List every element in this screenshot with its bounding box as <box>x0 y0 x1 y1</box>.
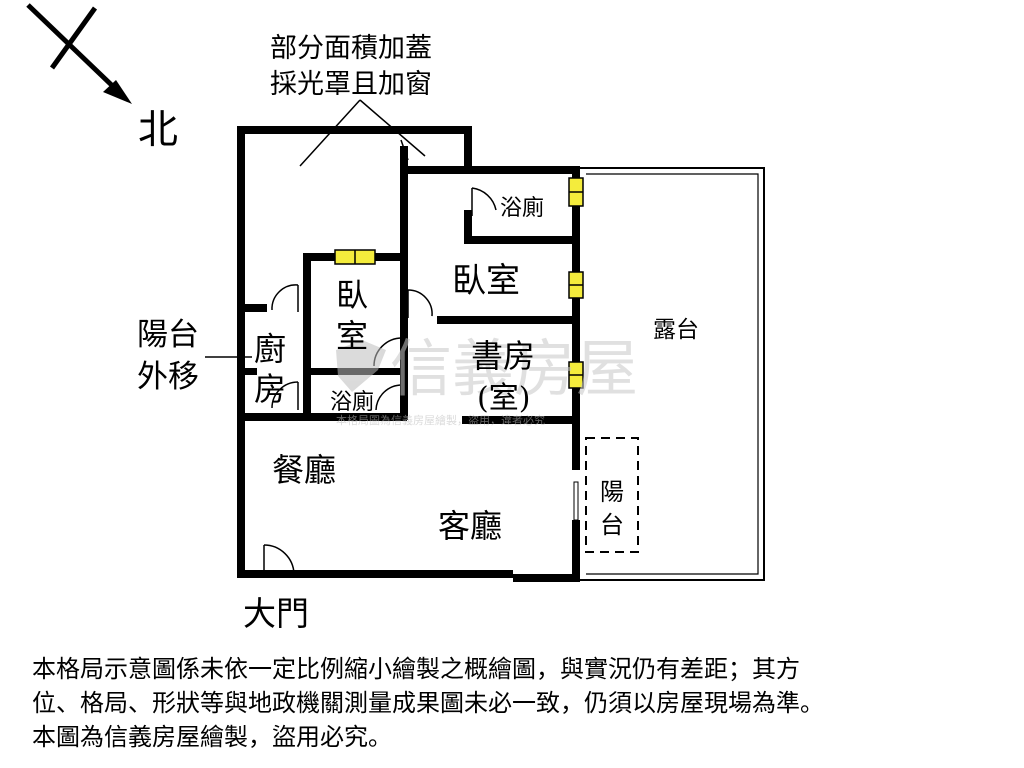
watermark: 信義房屋 本格局圖為信義房屋繪製，盜用，違者必究 <box>336 332 638 427</box>
room-label-bedroom-small-2: 室 <box>336 317 368 355</box>
balcony-moved-note-line2: 外移 <box>137 359 199 395</box>
terrace-outline <box>580 167 765 581</box>
skylight-note-line1: 部分面積加蓋 <box>270 33 432 64</box>
disclaimer-line-3: 本圖為信義房屋繪製，盜用必究。 <box>32 723 392 751</box>
balcony-dashed-outline <box>585 437 639 553</box>
disclaimer-text: 本格局示意圖係未依一定比例縮小繪製之概繪圖，與實況仍有差距；其方 位、格局、形狀… <box>32 652 1007 754</box>
main-door-label: 大門 <box>243 594 309 633</box>
watermark-brand: 信義房屋 <box>390 332 638 405</box>
room-label-dining: 餐廳 <box>272 451 336 489</box>
watermark-notice: 本格局圖為信義房屋繪製，盜用，違者必究 <box>336 413 545 427</box>
room-label-terrace: 露台 <box>653 317 699 343</box>
balcony-moved-note-line1: 陽台 <box>137 317 199 353</box>
disclaimer-line-1: 本格局示意圖係未依一定比例縮小繪製之概繪圖，與實況仍有差距；其方 <box>32 655 800 683</box>
room-label-study-2: (室) <box>477 381 530 416</box>
room-label-kitchen-1: 廚 <box>254 330 286 368</box>
skylight-note-line2: 採光罩且加窗 <box>270 69 432 100</box>
room-label-bedroom-small-1: 臥 <box>336 276 368 314</box>
room-label-living: 客廳 <box>438 507 502 545</box>
floor-plan: 北 部分面積加蓋 採光罩且加窗 <box>26 3 765 633</box>
room-label-bath-top: 浴廁 <box>500 196 544 221</box>
north-arrow-icon <box>26 3 132 104</box>
room-label-bedroom-main: 臥室 <box>452 261 520 301</box>
room-label-bath-small: 浴廁 <box>330 390 374 415</box>
room-label-balcony-1: 陽 <box>600 478 624 506</box>
room-label-kitchen-2: 房 <box>254 370 286 408</box>
door-swing-icon <box>263 139 497 575</box>
disclaimer-line-2: 位、格局、形狀等與地政機關測量成果圖未必一致，仍須以房屋現場為準。 <box>32 689 824 717</box>
room-label-study-1: 書房 <box>471 337 535 375</box>
sliding-door-icon <box>572 470 580 521</box>
window-icon <box>334 177 584 389</box>
north-label: 北 <box>138 107 178 153</box>
room-label-balcony-2: 台 <box>600 511 624 539</box>
sinyi-logo-icon <box>336 340 386 392</box>
